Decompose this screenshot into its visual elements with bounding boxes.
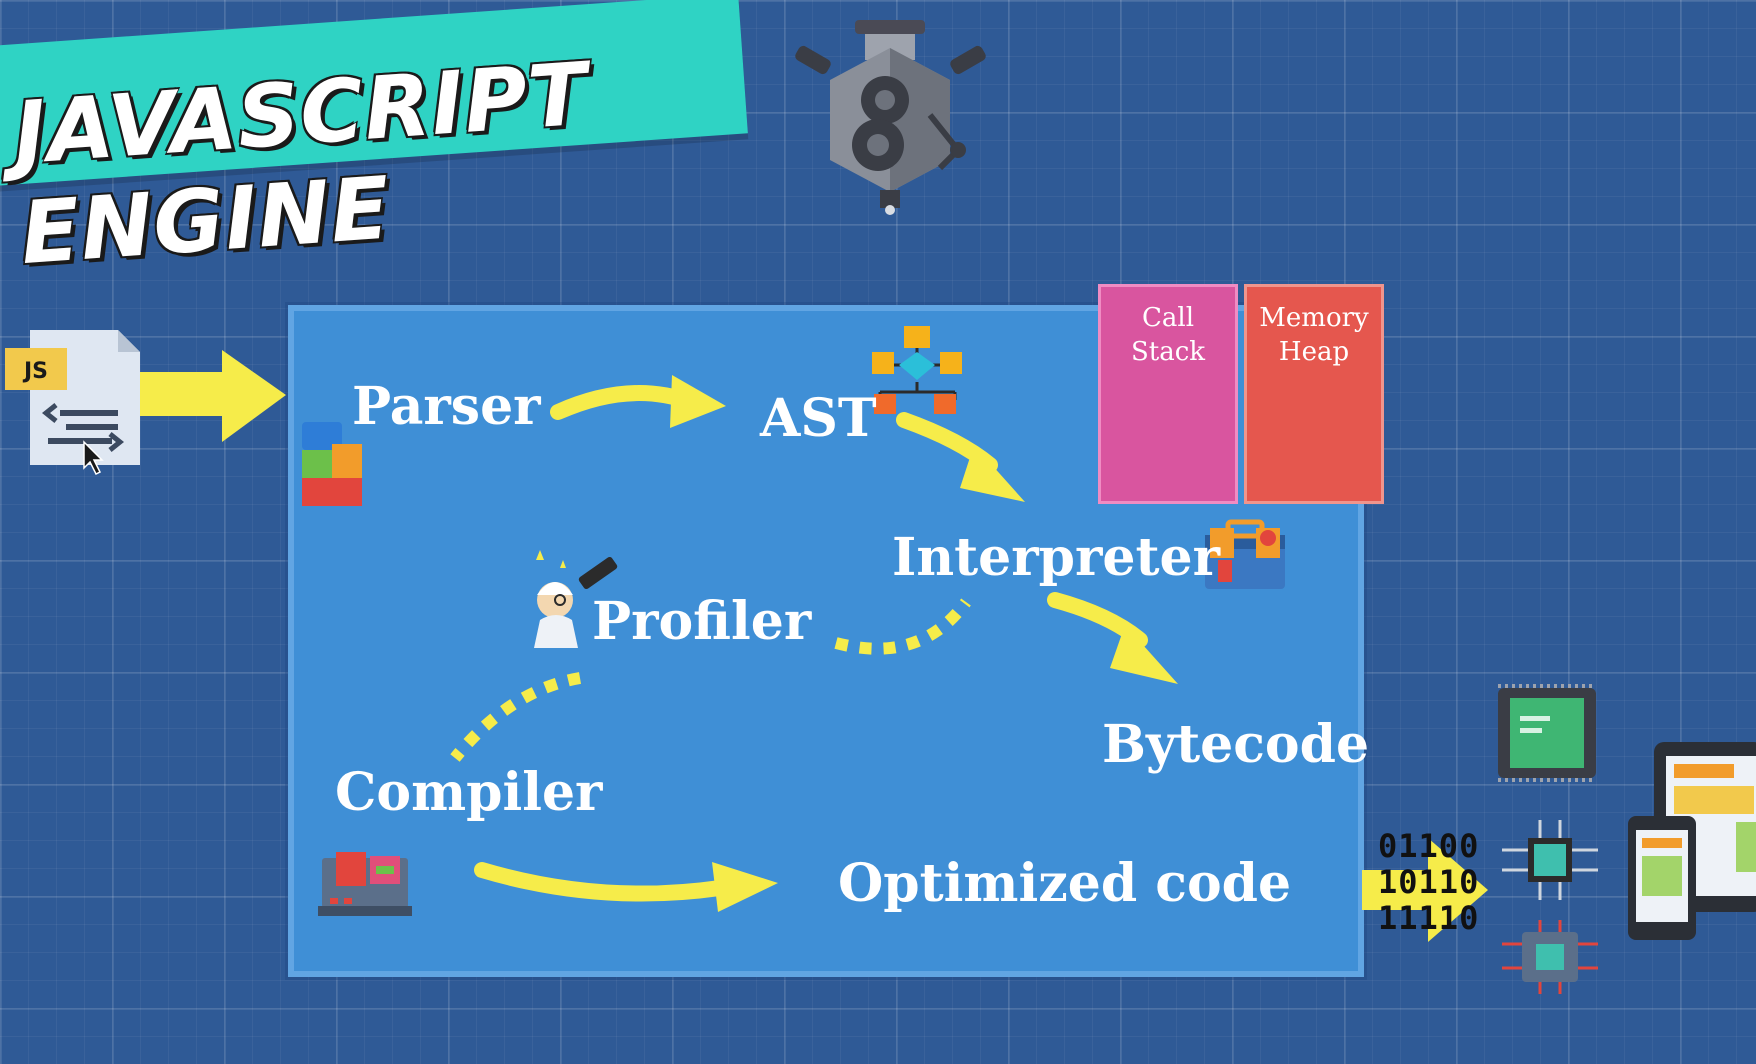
memory-heap-label: Memory Heap [1247, 287, 1381, 369]
engine-icon [795, 20, 986, 215]
profiler-label: Profiler [592, 591, 812, 652]
blocks-icon [302, 422, 362, 506]
input-arrow [140, 350, 286, 442]
memory-heap-label-line2: Heap [1278, 337, 1350, 367]
parser-to-ast-arrow [550, 375, 726, 428]
call-stack-label: Call Stack [1130, 303, 1206, 367]
toolbox-icon [1205, 519, 1285, 589]
ast-to-interpreter-arrow [896, 412, 1025, 502]
interpreter-profiler-dotted-arrow [834, 598, 971, 655]
circuit-chip-icon [1502, 820, 1598, 900]
flowchart-icon [872, 326, 962, 414]
parser-label: Parser [352, 376, 541, 437]
call-stack-box: Call Stack [1098, 284, 1238, 504]
compiler-label: Compiler [335, 762, 603, 823]
interpreter-label: Interpreter [892, 527, 1220, 588]
binary-line: 01100 [1378, 827, 1480, 865]
scientist-telescope-icon [534, 550, 618, 648]
js-badge: JS [22, 359, 48, 384]
js-file-icon: JS [5, 330, 140, 465]
profiler-compiler-dotted-arrow [450, 672, 582, 762]
binary-line: 11110 [1378, 899, 1480, 937]
cpu-chip-icon [1498, 684, 1596, 782]
memory-heap-box: Memory Heap [1244, 284, 1384, 504]
microchip-icon [1502, 920, 1598, 994]
interpreter-to-bytecode-arrow [1047, 592, 1178, 684]
binary-output: 01100 10110 11110 [1378, 828, 1479, 936]
output-arrow [1362, 838, 1488, 942]
compiler-to-optimized-arrow [474, 862, 778, 912]
bytecode-label: Bytecode [1102, 714, 1370, 775]
cursor-icon [83, 440, 104, 476]
ast-label: AST [760, 388, 877, 449]
machine-icon [318, 852, 412, 916]
memory-heap-label-line1: Memory [1259, 303, 1369, 333]
optimized-code-label: Optimized code [838, 853, 1292, 914]
binary-line: 10110 [1378, 863, 1480, 901]
devices-icon [1628, 742, 1756, 940]
